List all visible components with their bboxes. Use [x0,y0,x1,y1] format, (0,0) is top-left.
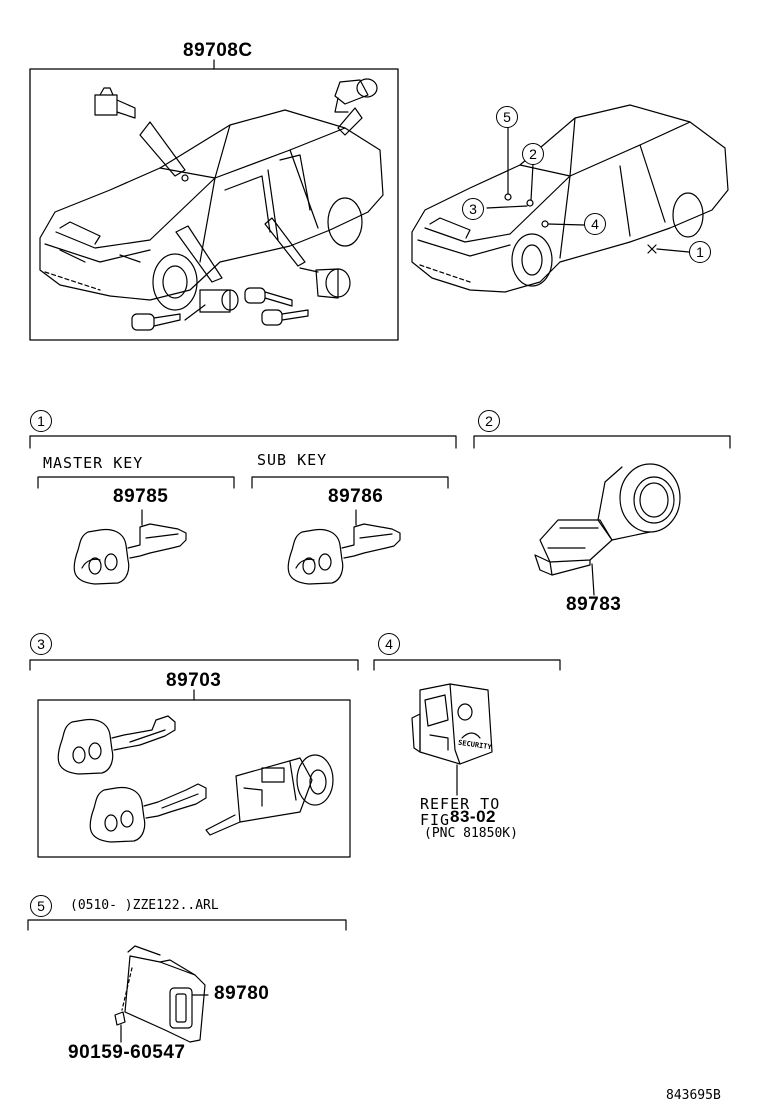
section-index-2: 2 [478,410,500,432]
section-index-4: 4 [378,633,400,655]
sub-key-part-number: 89786 [328,486,384,507]
transponder-coil-icon [534,463,681,576]
section-bracket [251,476,449,489]
section-bracket [373,659,561,671]
master-key-icon [73,523,187,585]
illustration-code: 843695B [666,1088,721,1103]
screw-icon [114,967,133,1043]
section-bracket [27,919,347,931]
condition-text: (0510- )ZZE122..ARL [70,898,219,913]
cylinder-set-box [37,699,351,858]
refer-fig-number: 83-02 [450,807,496,826]
door-lock-cylinder-icon [94,87,136,119]
screw-part-number: 90159-60547 [68,1042,186,1063]
ecu-part-number: 89780 [214,983,270,1004]
refer-pnc: (PNC 81850K) [424,826,518,841]
coil-part-number: 89783 [566,594,622,615]
callout-1: 1 [689,241,711,263]
sub-key-label: SUB KEY [257,451,328,469]
master-key-part-number: 89785 [113,486,169,507]
overview-key-icon [131,287,309,331]
section-index-3: 3 [30,633,52,655]
cylinder-set-part-number: 89703 [166,670,222,691]
car-illustration-right [411,104,729,293]
pointer-arrow [139,121,186,177]
sub-key-icon [287,523,401,585]
section-index-1: 1 [30,410,52,432]
pointer-arrow [175,225,223,283]
section-bracket [37,476,235,489]
section-bracket [29,435,457,449]
callout-3: 3 [462,198,484,220]
pointer-arrow [337,107,363,136]
cylinder-set-key-icon [89,783,207,843]
overview-cylinder-icon [184,289,239,321]
section-bracket [29,659,359,671]
callout-5: 5 [496,106,518,128]
callout-2: 2 [522,143,544,165]
cylinder-set-key-icon [57,715,176,775]
trunk-lock-icon [334,78,378,113]
security-switch-icon [411,683,493,765]
location-markers [486,127,690,254]
car-illustration-left [39,109,384,311]
set-part-number: 89708C [183,40,253,61]
set-box [29,68,399,341]
refer-to-label: REFER TO [420,795,501,813]
ignition-cylinder-icon [299,267,351,299]
pointer-arrow [264,217,306,267]
section-bracket [473,435,731,449]
ecu-module-icon [124,945,209,1043]
callout-4: 4 [584,213,606,235]
section-index-5: 5 [30,895,52,917]
ignition-cylinder-icon [205,754,334,836]
refer-fig-prefix: FIG [420,811,451,829]
master-key-label: MASTER KEY [43,454,144,472]
